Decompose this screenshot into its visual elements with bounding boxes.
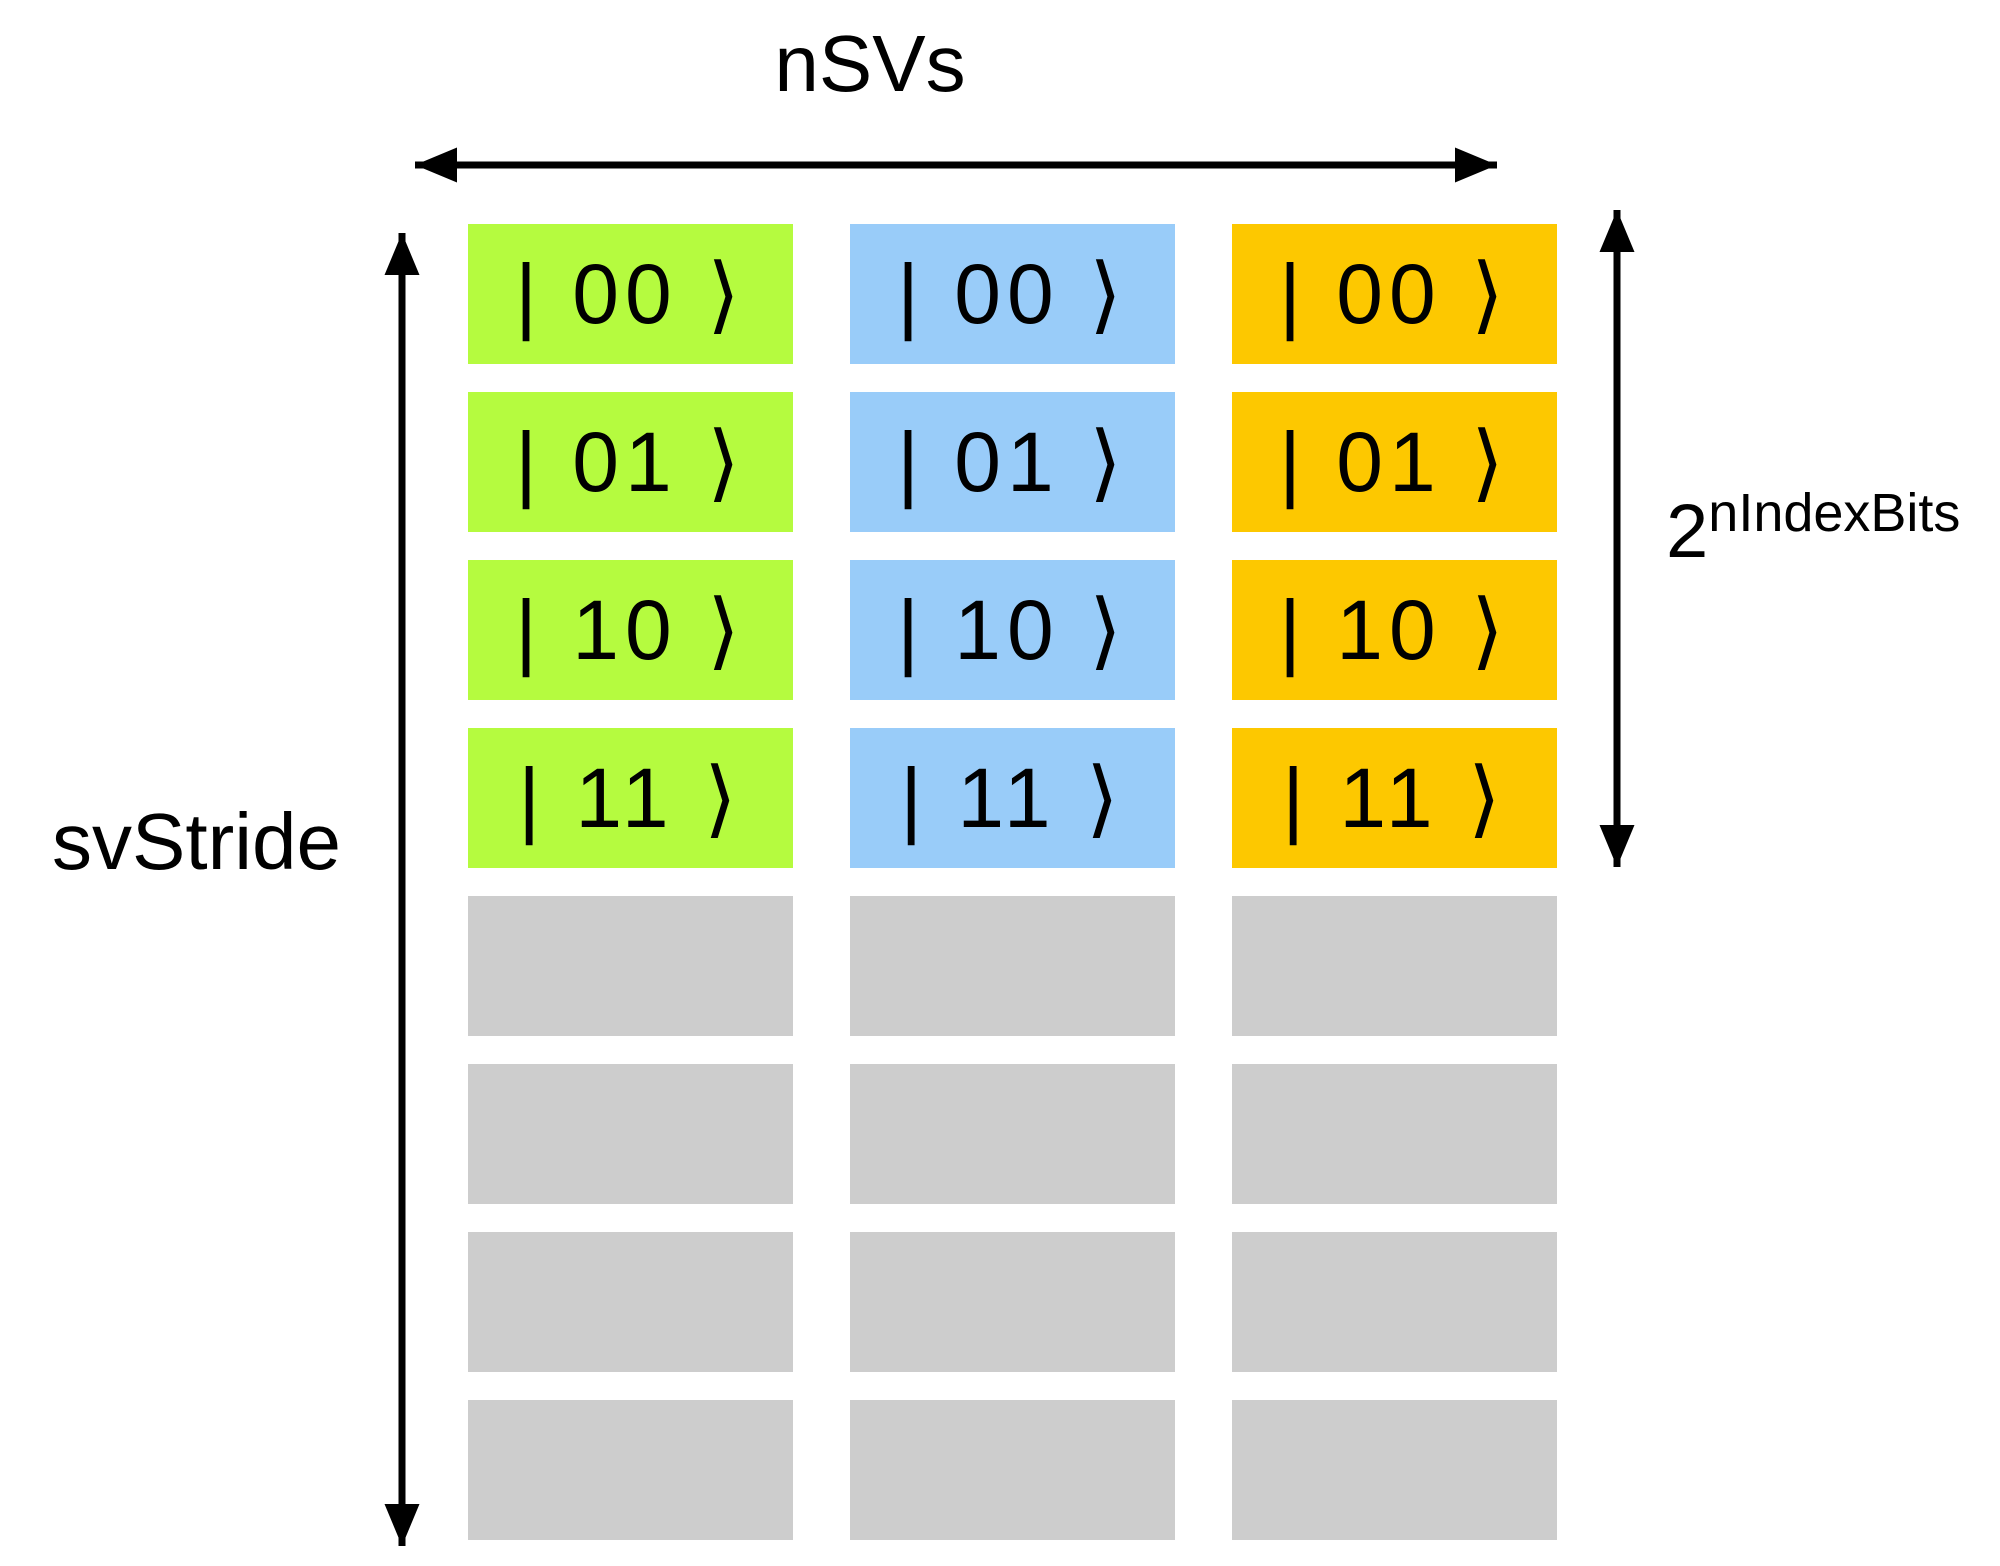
padding-cell (1232, 896, 1557, 1036)
basis-state-cell: | 11 ⟩ (850, 728, 1175, 868)
padding-cell (468, 1232, 793, 1372)
padding-cell (850, 896, 1175, 1036)
basis-state-cell: | 01 ⟩ (850, 392, 1175, 532)
nindexbits-label-base: 2 (1666, 489, 1709, 574)
padding-cell (850, 1064, 1175, 1204)
statevector-column-0: | 00 ⟩ | 01 ⟩ | 10 ⟩ | 11 ⟩ (468, 224, 793, 1540)
padding-cell (1232, 1400, 1557, 1540)
basis-state-cell: | 10 ⟩ (850, 560, 1175, 700)
padding-cell (1232, 1064, 1557, 1204)
svstride-label: svStride (52, 797, 341, 886)
basis-state-cell: | 01 ⟩ (468, 392, 793, 532)
memory-grid: | 00 ⟩ | 01 ⟩ | 10 ⟩ | 11 ⟩ | 00 ⟩ | 01 ⟩ | 10… (468, 224, 1557, 1540)
statevector-column-1: | 00 ⟩ | 01 ⟩ | 10 ⟩ | 11 ⟩ (850, 224, 1175, 1540)
padding-cell (850, 1400, 1175, 1540)
basis-state-cell: | 10 ⟩ (468, 560, 793, 700)
basis-state-cell: | 00 ⟩ (850, 224, 1175, 364)
basis-state-cell: | 11 ⟩ (468, 728, 793, 868)
padding-cell (468, 1064, 793, 1204)
padding-cell (468, 896, 793, 1036)
basis-state-cell: | 01 ⟩ (1232, 392, 1557, 532)
basis-state-cell: | 10 ⟩ (1232, 560, 1557, 700)
statevector-column-2: | 00 ⟩ | 01 ⟩ | 10 ⟩ | 11 ⟩ (1232, 224, 1557, 1540)
basis-state-cell: | 00 ⟩ (1232, 224, 1557, 364)
basis-state-cell: | 00 ⟩ (468, 224, 793, 364)
padding-cell (1232, 1232, 1557, 1372)
nindexbits-label-superscript: nIndexBits (1708, 483, 1961, 543)
nsvs-label: nSVs (774, 19, 966, 108)
basis-state-cell: | 11 ⟩ (1232, 728, 1557, 868)
nindexbits-label: 2nIndexBits (1666, 483, 1960, 577)
padding-cell (850, 1232, 1175, 1372)
padding-cell (468, 1400, 793, 1540)
